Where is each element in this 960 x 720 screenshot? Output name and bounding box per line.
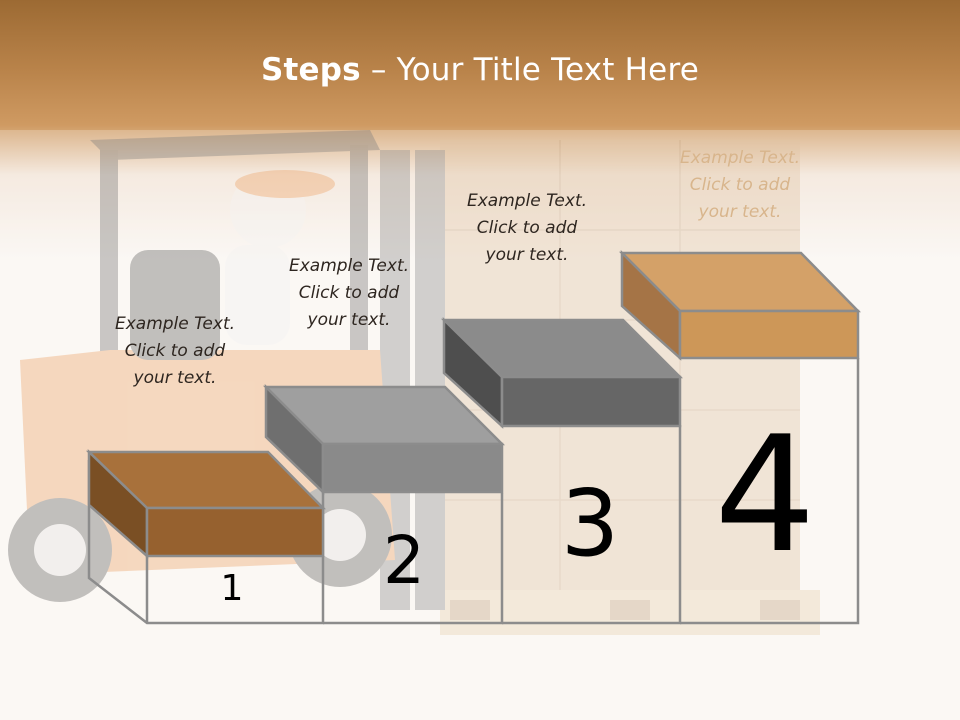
caption-line: Example Text. (288, 256, 410, 276)
caption-line: Click to add (476, 218, 578, 238)
caption-line: your text. (307, 310, 391, 330)
step-4-block[interactable] (618, 249, 861, 361)
step-1-caption[interactable]: Example Text. Click to add your text. (80, 311, 270, 392)
step-2-block[interactable] (262, 383, 506, 495)
title-rest: – Your Title Text Here (360, 52, 699, 88)
step-2-caption[interactable]: Example Text. Click to add your text. (254, 253, 444, 334)
caption-line: Click to add (124, 341, 226, 361)
step-4-number: 4 (714, 401, 816, 588)
step-2-number: 2 (383, 522, 425, 599)
caption-line: Example Text. (679, 148, 801, 168)
step-1-number: 1 (220, 568, 244, 609)
caption-line: Example Text. (466, 191, 588, 211)
step-3-block[interactable] (440, 317, 684, 429)
caption-line: your text. (698, 202, 782, 222)
caption-line: Example Text. (114, 314, 236, 334)
step-3-caption[interactable]: Example Text. Click to add your text. (432, 188, 622, 269)
caption-line: your text. (485, 245, 569, 265)
step-3-number: 3 (560, 470, 620, 577)
step-1-block[interactable] (85, 449, 326, 559)
slide-title[interactable]: Steps – Your Title Text Here (0, 52, 960, 88)
step-outlines (87, 358, 860, 625)
title-bold: Steps (260, 52, 361, 88)
step-4-caption[interactable]: Example Text. Click to add your text. (645, 145, 835, 226)
caption-line: Click to add (689, 175, 791, 195)
caption-line: your text. (133, 368, 217, 388)
caption-line: Click to add (298, 283, 400, 303)
